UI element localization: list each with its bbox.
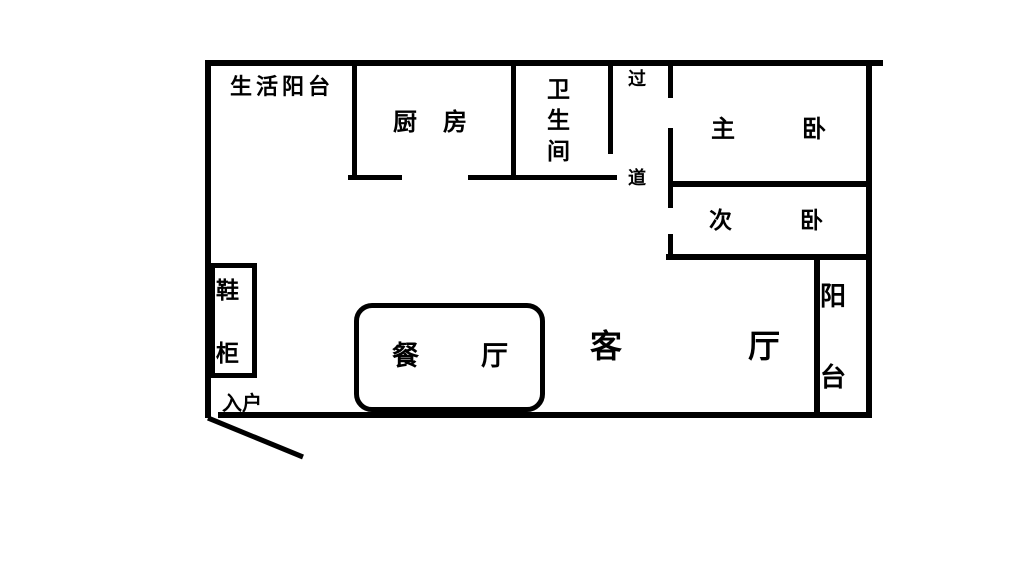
wall-kitchen-bottom-right-segment <box>468 175 514 180</box>
label-living-room: 客厅 <box>590 327 907 365</box>
label-master-bedroom: 主卧 <box>711 115 893 143</box>
wall-bathroom-right <box>608 62 613 154</box>
wall-corridor-right-lower-segment <box>668 234 673 260</box>
label-second-bedroom: 次卧 <box>709 208 891 234</box>
wall-second-bedroom-bottom <box>666 254 872 260</box>
label-shoe-cabinet: 鞋柜 <box>216 278 239 367</box>
label-dining-room: 餐厅 <box>392 341 570 372</box>
wall-outer-bottom <box>218 412 872 418</box>
wall-between-bedrooms <box>668 181 872 187</box>
wall-kitchen-bottom-left-segment <box>348 175 402 180</box>
wall-kitchen-left <box>352 62 357 178</box>
wall-outer-top <box>205 60 883 66</box>
wall-bathroom-bottom <box>511 175 617 180</box>
label-laundry-balcony: 生活阳台 <box>230 75 335 100</box>
shoe-cabinet-box <box>210 263 257 378</box>
wall-bathroom-left <box>511 62 516 178</box>
wall-outer-right <box>866 60 872 418</box>
wall-balcony-left <box>814 258 820 412</box>
label-balcony: 阳台 <box>820 282 847 393</box>
dining-table-box <box>354 303 545 412</box>
label-entrance: 入户 <box>222 391 262 415</box>
wall-corridor-right-upper-segment <box>668 62 673 98</box>
label-kitchen: 厨房 <box>393 108 493 136</box>
wall-outer-left <box>205 60 211 418</box>
wall-corridor-right-middle-segment <box>668 128 673 208</box>
label-corridor-char-1: 过 <box>628 69 646 90</box>
label-bathroom: 卫生间 <box>547 77 570 165</box>
label-corridor-char-2: 道 <box>628 168 646 189</box>
